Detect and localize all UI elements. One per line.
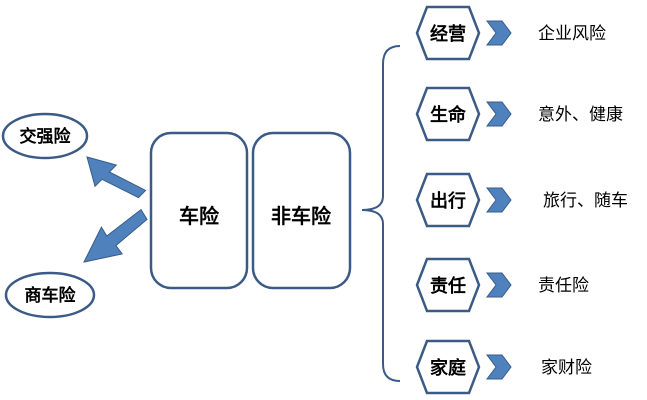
shangche-label: 商车险 (25, 285, 77, 306)
jiaoqiang-label: 交强险 (20, 126, 72, 147)
category-chevron-icon (486, 354, 512, 380)
category-chevron-icon (486, 101, 512, 127)
category-row: 责任 责任险 (415, 257, 589, 313)
category-brace (361, 45, 401, 382)
category-label: 出行 (430, 190, 466, 212)
category-chevron-icon (486, 187, 512, 213)
category-hexagon (415, 257, 481, 313)
category-description: 意外、健康 (538, 105, 623, 125)
main-box-feichexian: 非车险 (251, 131, 352, 290)
feichexian-label: 非车险 (271, 204, 332, 228)
category-label: 生命 (430, 104, 467, 126)
category-chevron-icon (486, 272, 512, 298)
category-description: 责任险 (538, 276, 589, 296)
category-row: 出行 旅行、随车 (415, 172, 628, 228)
category-chevron-icon (486, 20, 512, 46)
arrow-to-shangche (83, 208, 148, 263)
chexian-box (149, 131, 249, 290)
category-row: 经营 企业风险 (415, 5, 606, 61)
category-description: 旅行、随车 (543, 191, 628, 211)
category-rows: 经营 企业风险 生命 意外、健康 出行 旅行、随车 责任 责任险 家庭 (415, 5, 628, 395)
category-row: 生命 意外、健康 (415, 86, 623, 142)
category-description: 家财险 (541, 358, 592, 378)
left-item-jiaoqiang: 交强险 (1, 112, 89, 160)
category-label: 责任 (430, 275, 466, 297)
category-row: 家庭 家财险 (415, 339, 592, 395)
feichexian-box (251, 131, 352, 290)
arrow-to-jiaoqiang (86, 156, 147, 199)
category-hexagon (415, 172, 481, 228)
jiaoqiang-ellipse (1, 112, 89, 160)
category-hexagon (415, 5, 481, 61)
category-hexagon (415, 339, 481, 395)
category-label: 家庭 (430, 357, 466, 379)
category-label: 经营 (430, 23, 466, 45)
chexian-label: 车险 (179, 204, 220, 228)
shangche-ellipse (4, 271, 96, 319)
category-hexagon (415, 86, 481, 142)
main-box-chexian: 车险 (149, 131, 249, 290)
category-description: 企业风险 (538, 24, 606, 44)
left-item-shangche: 商车险 (4, 271, 96, 319)
